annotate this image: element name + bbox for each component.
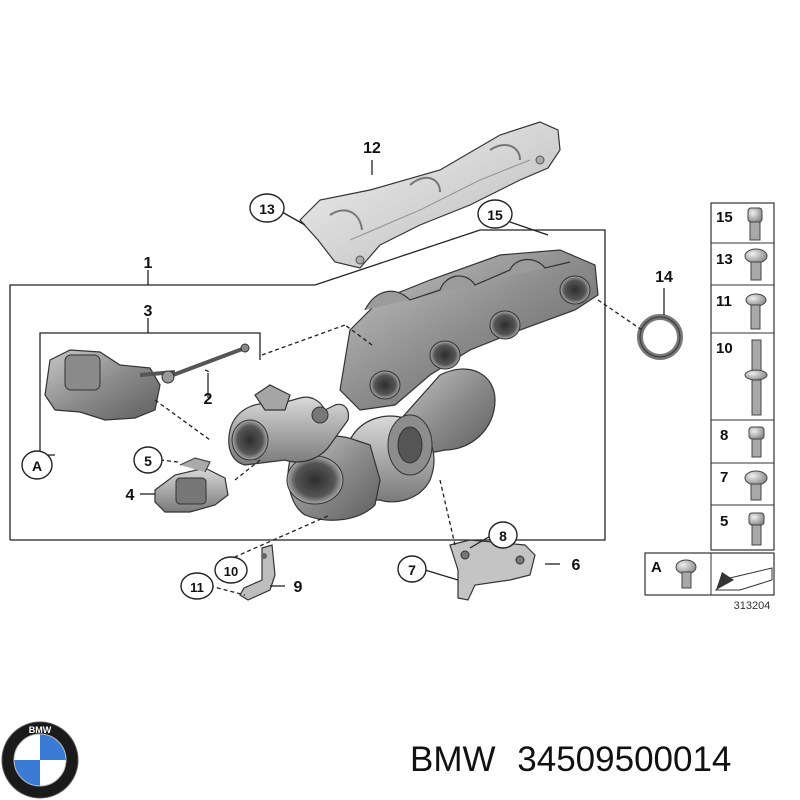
- svg-text:10: 10: [224, 564, 238, 579]
- actuator-frame: [39, 318, 261, 455]
- callout-2: 2: [204, 391, 213, 408]
- legend-item-11: 11: [716, 293, 732, 310]
- svg-text:7: 7: [408, 562, 416, 578]
- svg-text:5: 5: [144, 453, 152, 469]
- legend-item-7: 7: [720, 469, 728, 486]
- bolt-15-icon: [747, 207, 763, 241]
- heat-shield-part: [299, 121, 561, 269]
- bolt-a-icon: [675, 559, 697, 589]
- svg-text:11: 11: [190, 580, 204, 595]
- torque-arrow-icon: [714, 567, 773, 591]
- svg-text:13: 13: [259, 201, 275, 217]
- svg-text:8: 8: [499, 528, 507, 544]
- callout-a-circle: A: [21, 450, 53, 480]
- svg-text:BMW: BMW: [29, 725, 52, 735]
- callout-5-circle: 5: [133, 446, 163, 474]
- bolt-13-icon: [744, 248, 768, 281]
- legend-a-label: A: [651, 559, 662, 576]
- callouts: 1 2 3 4 6 9 12 14 13 15 A 5 8 7: [21, 140, 673, 600]
- callout-8-circle: 8: [488, 521, 518, 549]
- callout-10-circle: 10: [214, 556, 248, 584]
- electric-actuator-part: [154, 457, 229, 513]
- stud-10-icon: [744, 339, 768, 416]
- bracket-small-part: [239, 544, 276, 601]
- svg-text:A: A: [32, 458, 42, 474]
- bolt-8-icon: [748, 426, 765, 458]
- legend-item-8: 8: [720, 427, 728, 444]
- part-number: 34509500014: [517, 740, 732, 779]
- callout-9: 9: [294, 579, 303, 596]
- gasket-ring-part: [637, 314, 683, 360]
- callout-1: 1: [144, 255, 153, 272]
- brand-name: BMW: [410, 740, 496, 779]
- legend-item-15: 15: [716, 209, 733, 226]
- leader-lines: [40, 160, 665, 596]
- legend-item-5: 5: [720, 513, 728, 530]
- fastener-legend: 15 13 11 10 8 7 5: [644, 202, 775, 612]
- bracket-large-part: [449, 539, 536, 601]
- callout-12: 12: [363, 140, 381, 157]
- legend-item-13: 13: [716, 251, 733, 268]
- bolt-7-icon: [744, 470, 768, 501]
- assembly-frame: [9, 229, 606, 541]
- callout-14: 14: [655, 269, 673, 286]
- callout-3: 3: [144, 303, 153, 320]
- footer-part-label: BMW 34509500014: [410, 735, 790, 785]
- callout-4: 4: [126, 487, 135, 504]
- callout-13-circle: 13: [249, 193, 285, 223]
- callout-11-circle: 11: [180, 572, 214, 600]
- bolt-11-icon: [745, 293, 767, 330]
- svg-text:15: 15: [487, 207, 503, 223]
- legend-item-10: 10: [716, 340, 733, 357]
- outlet-flange-part: [228, 384, 350, 466]
- callout-15-circle: 15: [477, 199, 513, 229]
- callout-6: 6: [572, 557, 581, 574]
- figure-number: 313204: [734, 600, 771, 612]
- wastegate-actuator-part: [44, 349, 176, 421]
- callout-7-circle: 7: [397, 555, 427, 583]
- bmw-logo: BMW: [1, 721, 79, 799]
- actuator-rod-part: [161, 343, 250, 384]
- bolt-5-icon: [748, 512, 765, 546]
- exhaust-manifold-part: [339, 249, 599, 411]
